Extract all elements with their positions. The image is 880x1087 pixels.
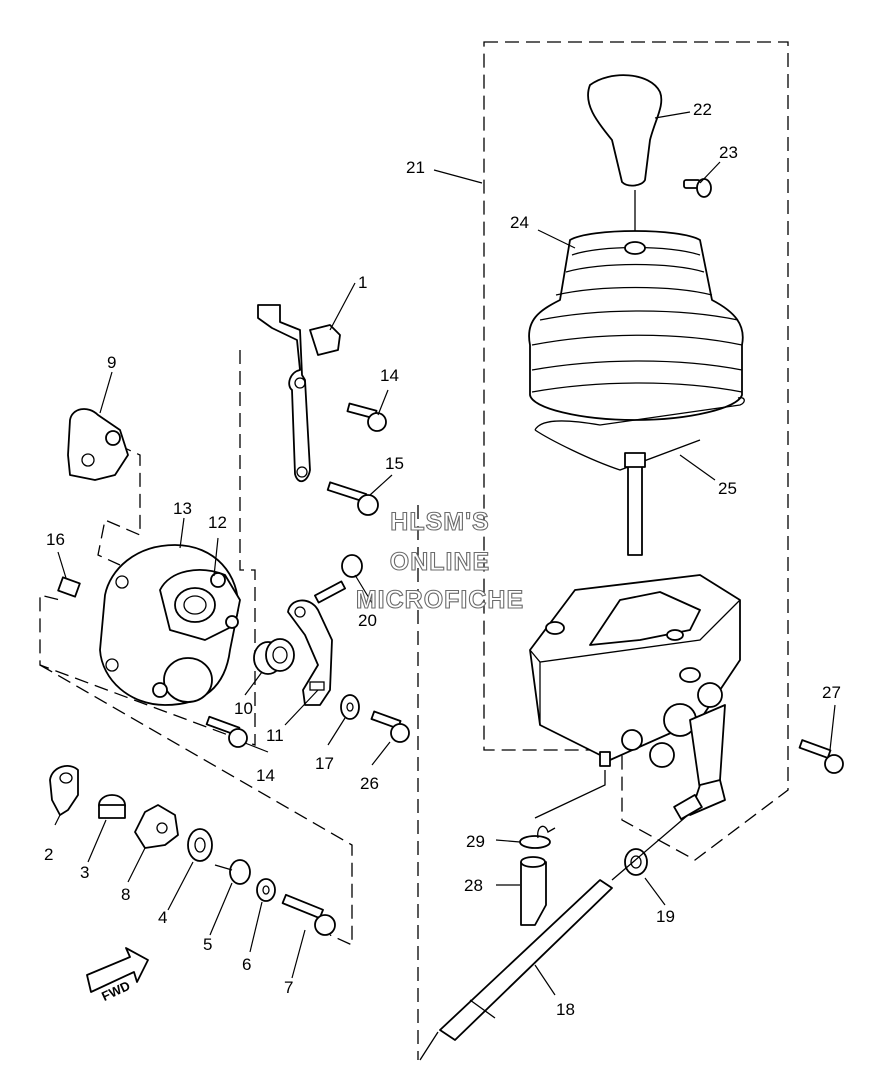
gear-part-9 (67, 408, 129, 481)
watermark-line-1: HLSM'S (390, 508, 489, 536)
callout-9: 9 (107, 353, 116, 372)
knob-part-22 (587, 74, 663, 187)
sleeve-part-28 (520, 861, 547, 926)
spring-part-5 (214, 859, 251, 885)
bushing-part-3 (98, 794, 126, 819)
bolt-part-26 (370, 710, 410, 743)
callout-5: 5 (203, 935, 212, 954)
bolt-part-20 (313, 554, 363, 604)
watermark: HLSM'S ONLINE MICROFICHE (355, 507, 524, 614)
callout-16: 16 (46, 530, 65, 549)
screw-part-23 (683, 178, 712, 198)
washer-part-4 (187, 828, 213, 862)
callout-8: 8 (121, 885, 130, 904)
callout-labels: 1 2 3 4 5 6 7 8 9 10 11 12 13 14 14 15 1… (44, 100, 841, 1019)
callout-17: 17 (315, 754, 334, 773)
bearing-part-10 (253, 638, 295, 675)
clip-part-29 (519, 825, 556, 849)
plate-part-2 (49, 765, 79, 816)
bolt-part-7 (281, 893, 336, 936)
lever-part-11 (287, 599, 333, 706)
bolt-part-14-lower (205, 715, 248, 748)
shift-rod (624, 452, 646, 556)
callout-7: 7 (284, 978, 293, 997)
callout-24: 24 (510, 213, 529, 232)
washer-part-6 (256, 878, 276, 902)
callout-10: 10 (234, 699, 253, 718)
callout-6: 6 (242, 955, 251, 974)
callout-27: 27 (822, 683, 841, 702)
leader-lines (54, 111, 836, 996)
callout-14-upper: 14 (380, 366, 399, 385)
callout-1: 1 (358, 273, 367, 292)
callout-15: 15 (385, 454, 404, 473)
bushing-part-16 (57, 576, 81, 598)
callout-3: 3 (80, 863, 89, 882)
bolt-part-15 (326, 481, 379, 516)
callout-18: 18 (556, 1000, 575, 1019)
callout-29: 29 (466, 832, 485, 851)
group-boundary-9 (97, 444, 141, 566)
callout-11: 11 (266, 726, 284, 745)
bracket-part-1 (257, 304, 341, 483)
callout-28: 28 (464, 876, 483, 895)
lower-group-boundary (39, 664, 353, 947)
callout-12: 12 (208, 513, 227, 532)
gear-part-8 (134, 804, 179, 849)
callout-26: 26 (360, 774, 379, 793)
watermark-line-3: MICROFICHE (356, 586, 524, 614)
left-assembly-boundary (39, 350, 256, 746)
watermark-line-2: ONLINE (390, 548, 490, 576)
callout-22: 22 (693, 100, 712, 119)
callout-21: 21 (406, 158, 425, 177)
bolt-part-14-upper (346, 402, 387, 432)
washer-part-17 (340, 694, 360, 720)
callout-19: 19 (656, 907, 675, 926)
callout-2: 2 (44, 845, 53, 864)
boot-part-24 (528, 230, 744, 421)
cable-part-18 (419, 879, 613, 1061)
shifter-box (529, 574, 741, 820)
callout-25: 25 (718, 479, 737, 498)
callout-23: 23 (719, 143, 738, 162)
cover-part-12 (152, 569, 241, 703)
fwd-arrow-icon: FWD (86, 947, 149, 1004)
callout-13: 13 (173, 499, 192, 518)
callout-14-lower: 14 (256, 766, 275, 785)
callout-4: 4 (158, 908, 167, 927)
callout-20: 20 (358, 611, 377, 630)
wire-part-25 (534, 397, 745, 471)
bolt-part-27 (798, 739, 844, 774)
